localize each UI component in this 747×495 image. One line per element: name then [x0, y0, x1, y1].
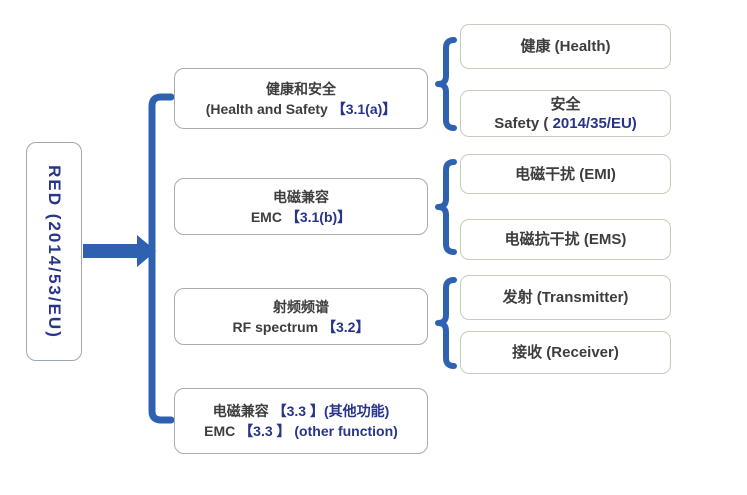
node-line: EMC 【3.1(b)】 [250, 208, 352, 225]
node-line: 电磁兼容 [273, 188, 329, 205]
node-rf-spectrum: 射频频谱 RF spectrum 【3.2】 [174, 288, 428, 345]
node-red-directive: RED (2014/53/EU) [26, 142, 82, 361]
node-line: Safety ( 2014/35/EU) [494, 114, 637, 132]
node-line: 电磁兼容 【3.3 】(其他功能) [212, 403, 390, 419]
node-line: 电磁抗干扰 (EMS) [504, 231, 627, 248]
node-health-and-safety: 健康和安全 (Health and Safety 【3.1(a)】 [174, 68, 428, 129]
node-ems: 电磁抗干扰 (EMS) [460, 219, 671, 260]
node-line: 安全 [550, 95, 581, 113]
node-line: 电磁干扰 (EMI) [515, 165, 616, 183]
node-line: 健康 (Health) [520, 38, 611, 55]
brace-health-safety-connector [435, 37, 457, 131]
node-transmitter: 发射 (Transmitter) [460, 275, 671, 320]
red-directive-label: RED (2014/53/EU) [45, 164, 64, 339]
node-line: (Health and Safety 【3.1(a)】 [205, 100, 397, 117]
node-line: 发射 (Transmitter) [502, 289, 629, 306]
node-line: EMC 【3.3 】 (other function) [204, 423, 398, 439]
flow-arrow-icon [83, 235, 156, 267]
node-emi: 电磁干扰 (EMI) [460, 154, 671, 194]
node-safety: 安全 Safety ( 2014/35/EU) [460, 90, 671, 137]
node-emc: 电磁兼容 EMC 【3.1(b)】 [174, 178, 428, 235]
node-line: 接收 (Receiver) [512, 344, 619, 361]
node-emc-other-function: 电磁兼容 【3.3 】(其他功能) EMC 【3.3 】 (other func… [174, 388, 428, 454]
node-health: 健康 (Health) [460, 24, 671, 69]
brace-rf-connector [435, 277, 457, 369]
main-bracket-connector [148, 93, 175, 424]
node-line: RF spectrum 【3.2】 [232, 318, 370, 335]
node-line: 健康和安全 [266, 80, 336, 97]
brace-emc-connector [435, 159, 457, 255]
node-receiver: 接收 (Receiver) [460, 331, 671, 374]
node-line: 射频频谱 [273, 298, 329, 315]
